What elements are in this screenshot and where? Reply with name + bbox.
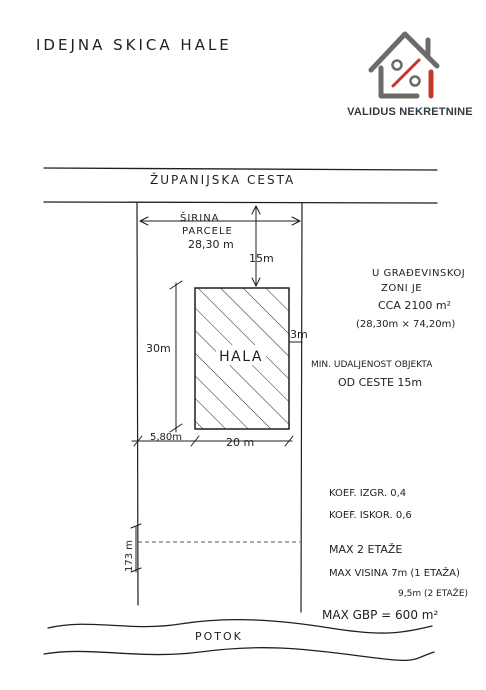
width-label-line2: PARCELE [182, 226, 233, 237]
creek-label: POTOK [195, 630, 243, 643]
sketch-title: IDEJNA SKICA HALE [36, 36, 232, 54]
front-setback-label: 15m [249, 252, 274, 265]
arrow-down [251, 277, 261, 287]
house-percent-icon [368, 31, 440, 99]
arrow-right [291, 216, 301, 226]
zone-info-3: CCA 2100 m² [378, 299, 451, 312]
zone-info-1: U GRAĐEVINSKOJ [372, 268, 465, 279]
right-distance-label: 3m [290, 328, 308, 341]
creek-bottom-bank [43, 646, 435, 662]
tick-s2 [130, 567, 142, 573]
side-length-label: 173 m [124, 540, 135, 572]
road-label: ŽUPANIJSKA CESTA [150, 172, 295, 187]
min-distance-1: MIN. UDALJENOST OBJEKTA [311, 360, 433, 370]
parcel-left-boundary [136, 202, 139, 606]
hall-width-label: 20 m [226, 436, 254, 449]
max-gbp: MAX GBP = 600 m² [322, 608, 438, 622]
max-floors: MAX 2 ETAŽE [329, 543, 402, 556]
creek-top-bank [47, 618, 433, 634]
tick-s1 [130, 523, 142, 529]
tick-b1 [133, 435, 143, 447]
coef-izgr: KOEF. IZGR. 0,4 [329, 488, 406, 499]
left-distance-label: 5,80m [150, 432, 182, 443]
hall-height-label: 30m [146, 342, 171, 355]
max-height-2: 9,5m (2 ETAŽE) [398, 587, 468, 599]
road-edge-top [43, 167, 438, 171]
zone-info-4: (28,30m × 74,20m) [356, 319, 455, 330]
max-height-1: MAX VISINA 7m (1 ETAŽA) [329, 566, 460, 579]
arrow-up [251, 205, 261, 215]
hall-label-bg [216, 345, 266, 365]
tick-bottom [169, 423, 183, 433]
company-logo: VALIDUS NEKRETNINE [345, 18, 475, 128]
parcel-right-boundary [300, 202, 303, 613]
hall-label: HALA [219, 349, 263, 365]
width-label-line1: ŠIRINA [180, 211, 220, 224]
tick-top [169, 280, 183, 290]
logo-name: VALIDUS NEKRETNINE [347, 106, 473, 118]
coef-iskor: KOEF. ISKOR. 0,6 [329, 510, 412, 521]
tick-b3 [284, 435, 294, 447]
min-distance-2: OD CESTE 15m [338, 376, 422, 389]
zone-info-2: ZONI JE [381, 283, 422, 294]
width-label-value: 28,30 m [188, 238, 234, 251]
road-edge-bottom [43, 201, 438, 204]
tick-b2 [190, 435, 200, 447]
arrow-left [139, 216, 149, 226]
